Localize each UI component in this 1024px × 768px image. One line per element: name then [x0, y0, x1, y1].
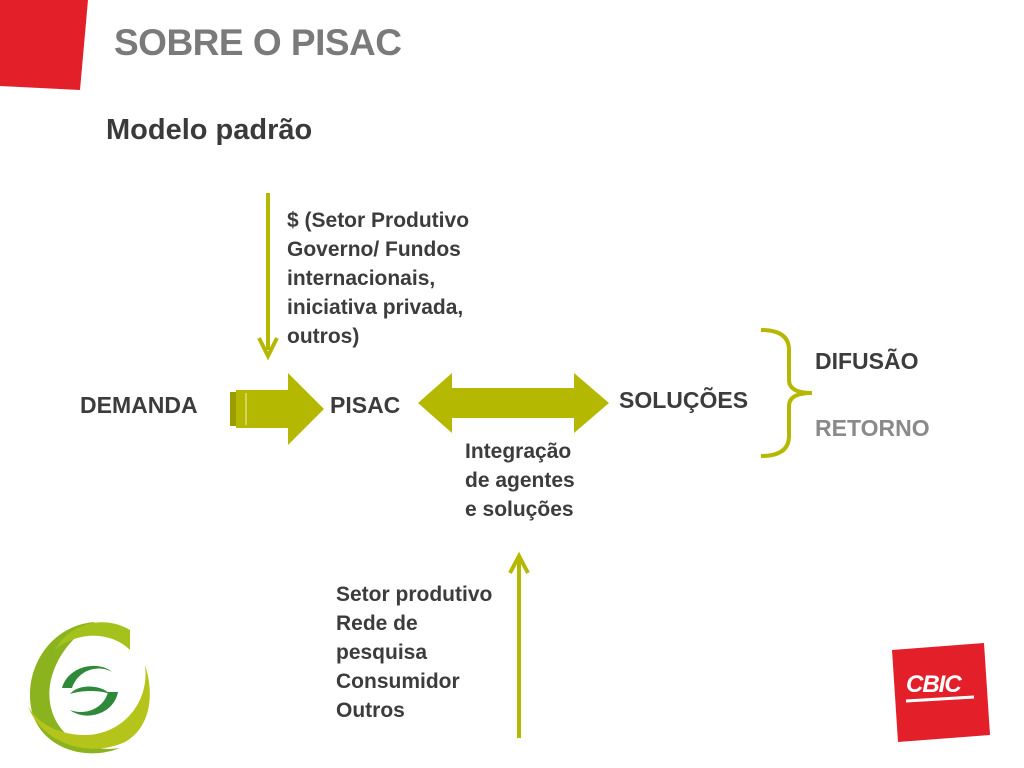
integration-note-line: de agentes	[465, 469, 575, 492]
node-pisac: PISAC	[330, 392, 401, 418]
pisac-solucoes-double-arrow	[418, 373, 609, 433]
node-retorno: RETORNO	[815, 415, 930, 441]
demanda-to-pisac-arrow	[230, 373, 324, 445]
cbic-logo	[892, 643, 990, 742]
sources-note: Setor produtivo Rede de pesquisa Consumi…	[336, 580, 492, 725]
integration-note-line: Integração	[465, 440, 572, 463]
integration-note-line: e soluções	[465, 498, 574, 521]
sources-up-arrow	[508, 551, 530, 738]
grouping-brace	[760, 328, 813, 458]
sources-note-line: Consumidor	[336, 670, 460, 693]
page-title: SOBRE O PISAC	[114, 22, 402, 63]
section-subtitle: Modelo padrão	[106, 114, 313, 146]
node-difusao: DIFUSÃO	[815, 348, 919, 374]
funding-note-line: iniciativa privada,	[287, 296, 464, 319]
green-swirl-logo	[28, 622, 150, 754]
funding-note-line: $ (Setor Produtivo	[287, 209, 470, 232]
node-demanda: DEMANDA	[80, 392, 198, 418]
funding-down-arrow	[257, 193, 279, 361]
sources-note-line: Setor produtivo	[336, 583, 493, 606]
red-corner-shape	[0, 0, 88, 90]
sources-note-line: pesquisa	[336, 641, 428, 664]
funding-note-line: Governo/ Fundos	[287, 238, 461, 261]
sources-note-line: Outros	[336, 699, 405, 722]
sources-note-line: Rede de	[336, 612, 418, 635]
integration-note: Integração de agentes e soluções	[465, 437, 575, 524]
funding-note-line: outros)	[287, 325, 360, 348]
funding-note: $ (Setor Produtivo Governo/ Fundos inter…	[287, 206, 469, 351]
cbic-logo-text: CBIC	[906, 671, 962, 698]
funding-note-line: internacionais,	[287, 267, 436, 290]
node-solucoes: SOLUÇÕES	[619, 387, 749, 413]
